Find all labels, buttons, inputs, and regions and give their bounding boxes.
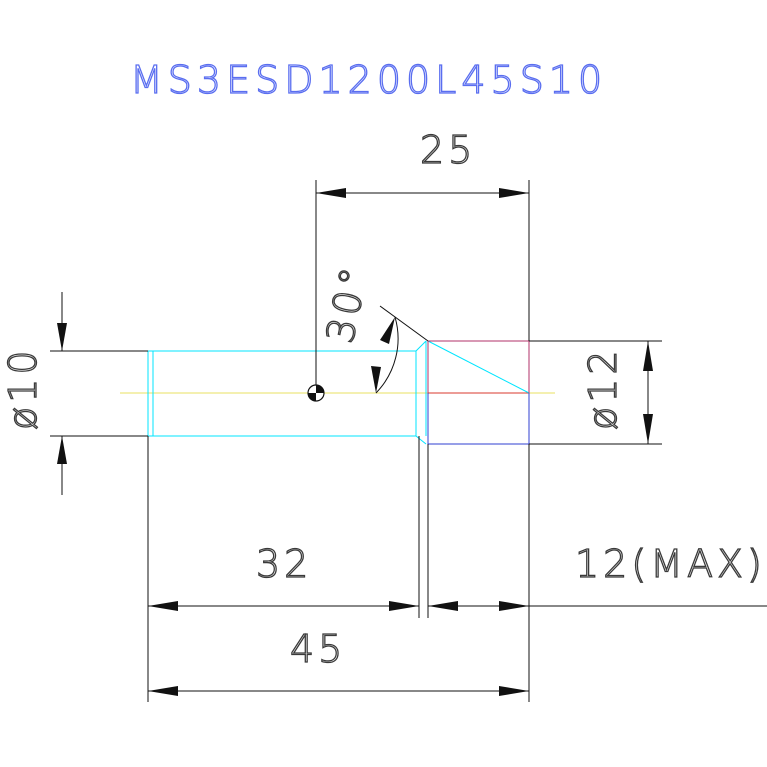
dimension-left-diameter-label: ø10 xyxy=(1,346,45,430)
dimension-top-length: 25 xyxy=(315,127,530,385)
dimension-angle: 30° xyxy=(317,259,429,394)
dimension-top-length-label: 25 xyxy=(420,128,476,172)
part-geometry xyxy=(120,340,555,445)
shank-outline xyxy=(147,340,530,445)
dimension-right-diameter: ø12 xyxy=(529,340,662,445)
dimension-max-length-label: 12(MAX) xyxy=(575,542,766,586)
bottom-extension-lines xyxy=(147,436,530,702)
center-mark-icon xyxy=(307,384,325,402)
dimension-shank-length: 32 xyxy=(148,541,419,611)
dimension-angle-label: 30° xyxy=(318,260,378,347)
head-outline xyxy=(427,340,530,445)
dimension-total-length-label: 45 xyxy=(290,627,346,671)
dimension-shank-length-label: 32 xyxy=(256,542,312,586)
dimension-total-length: 45 xyxy=(148,626,529,696)
dimension-max-length: 12(MAX) xyxy=(428,541,767,611)
part-number-title: MS3ESD1200L45S10 xyxy=(130,58,607,102)
dimension-left-diameter: ø10 xyxy=(0,292,148,495)
dimension-right-diameter-label: ø12 xyxy=(581,346,625,430)
